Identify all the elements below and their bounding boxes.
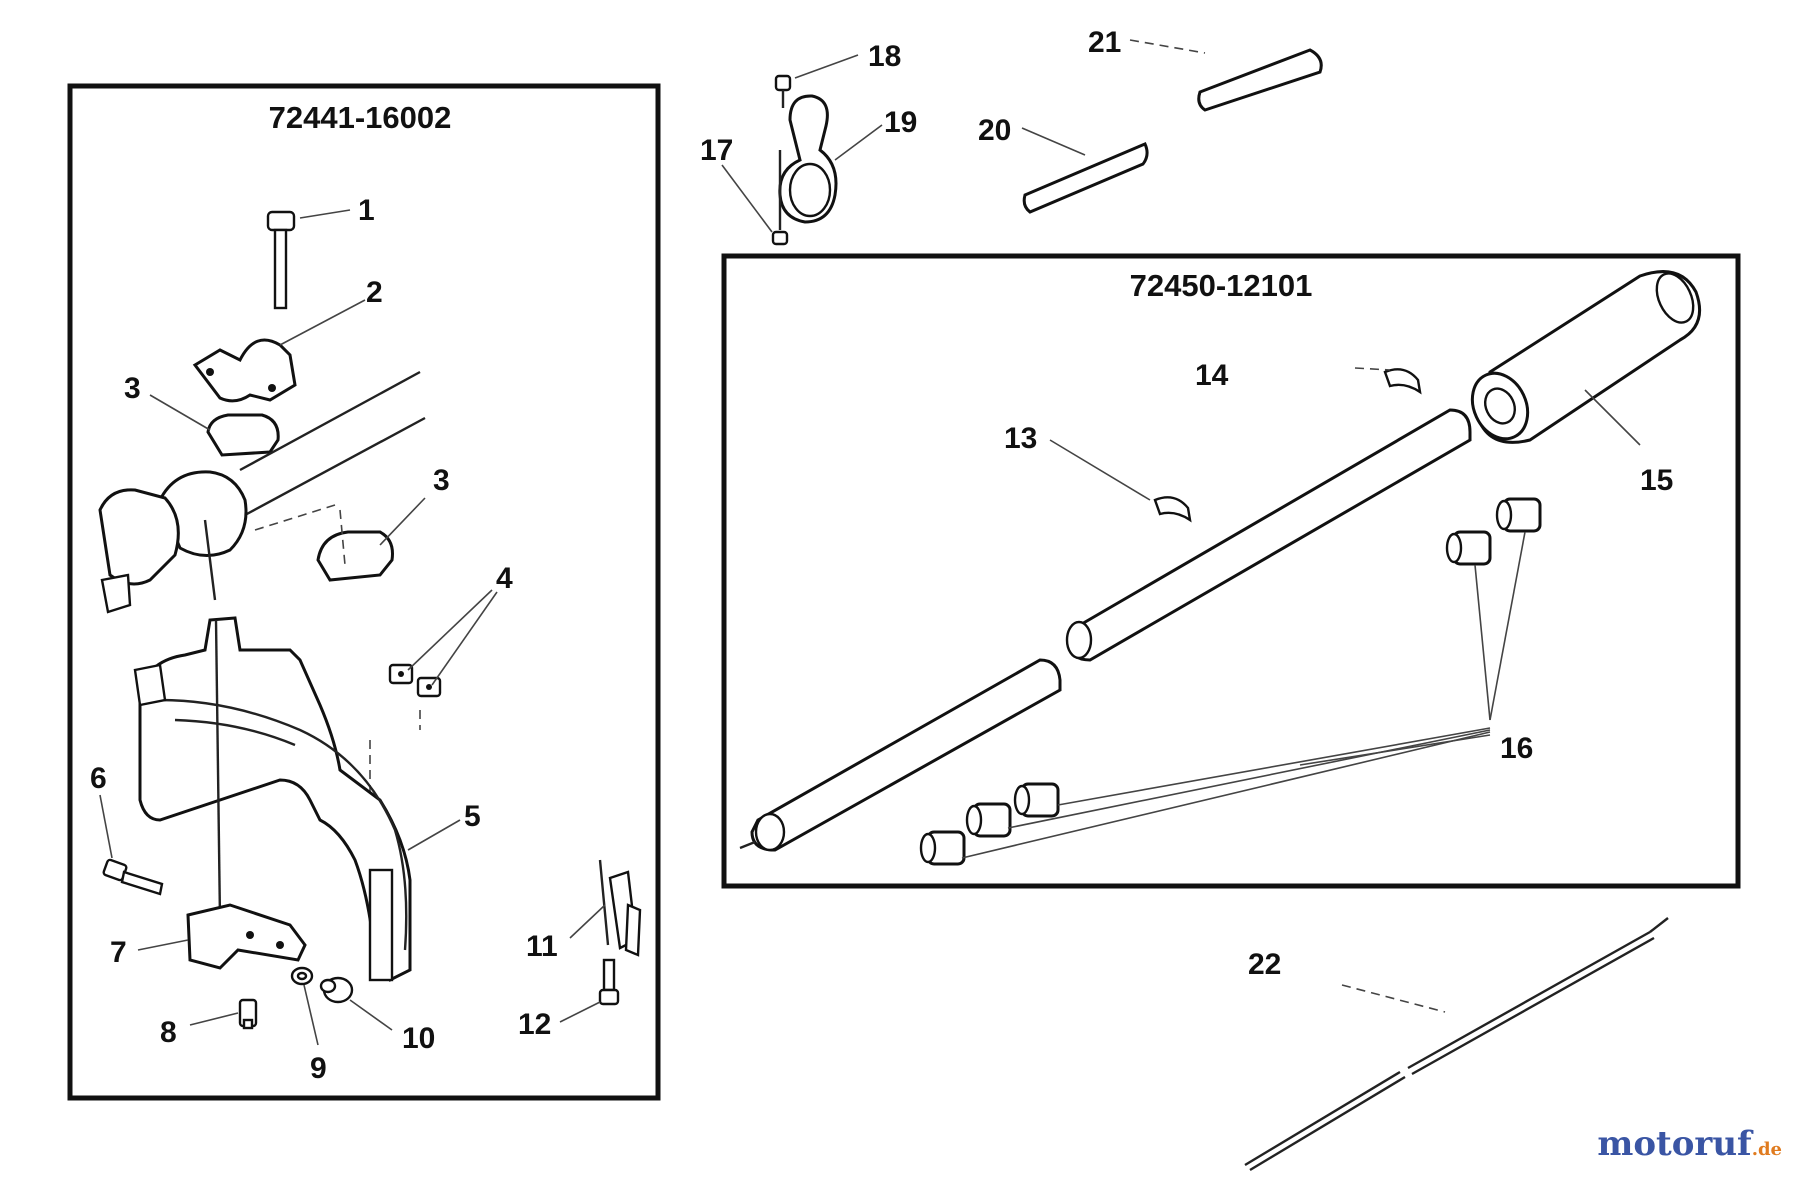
label-part-13: 13 <box>1004 422 1037 455</box>
watermark-logo: motoruf.de <box>1597 1124 1782 1164</box>
part-16-bushings <box>919 497 1542 866</box>
label-part-15: 15 <box>1640 464 1673 497</box>
label-part-22: 22 <box>1248 948 1281 981</box>
label-part-9: 9 <box>310 1052 327 1085</box>
label-part-11: 11 <box>526 930 558 963</box>
label-part-14: 14 <box>1195 359 1229 392</box>
part-5-guard <box>133 616 461 982</box>
label-part-7: 7 <box>110 936 127 969</box>
part-15-handle <box>1470 270 1701 446</box>
part-10-spacer <box>319 976 393 1031</box>
part-2-clamp-top <box>192 299 366 403</box>
label-part-21: 21 <box>1088 26 1121 59</box>
watermark-text: motoruf <box>1597 1124 1752 1164</box>
assembly-number-right: 72450-12101 <box>1130 268 1313 303</box>
label-part-10: 10 <box>402 1022 435 1055</box>
label-part-3a: 3 <box>124 372 141 405</box>
label-part-5: 5 <box>464 800 481 833</box>
label-part-1: 1 <box>358 194 375 227</box>
part-12-screw <box>559 958 620 1023</box>
assembly-box-right <box>721 253 1741 889</box>
gear-case <box>98 370 426 614</box>
assembly-number-left: 72441-16002 <box>269 100 452 135</box>
part-17-19-lever <box>721 54 883 246</box>
part-3b-half-clamp <box>316 497 426 582</box>
part-9-washer <box>290 966 319 1046</box>
label-part-18: 18 <box>868 40 901 73</box>
label-part-12: 12 <box>518 1008 551 1041</box>
part-22-drive-shaft <box>1244 917 1669 1172</box>
label-part-8: 8 <box>160 1016 177 1049</box>
label-part-20: 20 <box>978 114 1011 147</box>
part-14-tab <box>1354 367 1422 395</box>
label-part-4: 4 <box>496 562 513 595</box>
assembly-box-left <box>67 83 661 1101</box>
label-part-17: 17 <box>700 134 733 167</box>
part-20-grip <box>1021 127 1149 214</box>
part-13-tab <box>1049 439 1192 523</box>
part-1-bolt <box>266 209 351 310</box>
part-8-screw <box>189 998 258 1030</box>
part-3a-half-clamp <box>149 394 280 457</box>
part-11-clip <box>569 859 642 957</box>
label-part-2: 2 <box>366 276 383 309</box>
label-part-16: 16 <box>1500 732 1533 765</box>
label-part-6: 6 <box>90 762 107 795</box>
part-21-grip <box>1129 39 1323 112</box>
label-part-19: 19 <box>884 106 917 139</box>
label-part-3b: 3 <box>433 464 450 497</box>
part-7-bracket <box>137 903 307 970</box>
watermark-suffix: .de <box>1751 1139 1782 1160</box>
part-13-14-shaft-tube <box>739 408 1472 852</box>
part-6-bolt <box>99 794 164 896</box>
part-4-nuts <box>369 589 498 800</box>
